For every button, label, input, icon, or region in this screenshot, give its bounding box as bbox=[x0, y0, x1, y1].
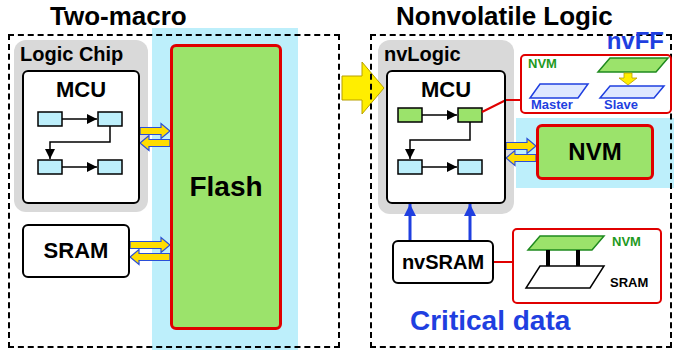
block-arrow bbox=[140, 124, 170, 139]
via bbox=[546, 250, 550, 266]
block-arrow bbox=[130, 250, 170, 265]
callout-label: Critical data bbox=[410, 305, 570, 337]
callout-line bbox=[506, 100, 520, 101]
sram-box: nvSRAM bbox=[392, 240, 494, 284]
data-transfer-arrow bbox=[506, 139, 536, 166]
data-transfer-arrow bbox=[130, 238, 170, 265]
wire bbox=[410, 122, 470, 159]
node-text: Master bbox=[531, 98, 573, 113]
flip-flop bbox=[38, 112, 62, 126]
nvff-fill bbox=[520, 54, 672, 114]
flip-flop bbox=[38, 160, 62, 174]
wire bbox=[50, 126, 110, 159]
flash-box: NVM bbox=[536, 124, 654, 180]
node-text: NVM bbox=[528, 57, 557, 72]
block-arrow bbox=[506, 139, 536, 154]
sram-layer bbox=[526, 266, 604, 288]
node-title: NVM bbox=[568, 138, 621, 166]
mcu-fill bbox=[22, 70, 140, 204]
data-transfer-arrow bbox=[140, 124, 170, 151]
chip-region bbox=[378, 40, 514, 214]
nvm-layer bbox=[528, 236, 604, 250]
nvm-layer bbox=[598, 58, 668, 72]
via bbox=[576, 250, 580, 266]
node-title: NVM bbox=[612, 235, 641, 250]
node-title: Nonvolatile Logic bbox=[396, 2, 613, 32]
mcu-box: MCU bbox=[386, 70, 506, 204]
transition-arrow bbox=[342, 62, 384, 114]
sram-box: SRAM bbox=[22, 224, 130, 278]
node-title: Two-macro bbox=[50, 2, 187, 32]
store-arrow bbox=[619, 73, 637, 85]
node-text: SRAM bbox=[610, 276, 648, 291]
block-arrow bbox=[130, 238, 170, 253]
master-layer bbox=[530, 84, 588, 98]
node-title: nvFF bbox=[607, 27, 664, 55]
critical-data-arrow bbox=[410, 204, 411, 240]
chip-region bbox=[14, 40, 148, 212]
wire bbox=[62, 118, 97, 120]
leader-line bbox=[482, 100, 506, 112]
region-box: MCU nvLogic bbox=[378, 40, 514, 214]
memory-band bbox=[516, 118, 674, 188]
panel-box: MCUnvLogicnvFFNVMMasterSlaveNVMnvSRAMNVM… bbox=[370, 34, 672, 348]
redbox-box: nvFFNVMMasterSlave bbox=[520, 54, 672, 114]
connector-line bbox=[506, 99, 520, 101]
mcu-box: MCU bbox=[22, 70, 140, 204]
redbox-box: NVM SRAM bbox=[512, 228, 662, 304]
node-title: MCU bbox=[421, 77, 471, 102]
block-arrow bbox=[140, 136, 170, 151]
mcu-fill bbox=[386, 70, 506, 204]
node-title: nvLogic bbox=[384, 43, 461, 66]
callout-line bbox=[494, 262, 512, 263]
slave-layer bbox=[600, 86, 664, 98]
nv-flip-flop bbox=[398, 108, 422, 122]
wire bbox=[422, 166, 457, 168]
region-box: MCU Logic Chip bbox=[14, 40, 148, 212]
wire bbox=[62, 166, 97, 168]
node-title: Logic Chip bbox=[20, 43, 123, 66]
memory-band bbox=[152, 28, 298, 350]
connector-line bbox=[409, 204, 412, 240]
flash-box: Flash bbox=[170, 44, 282, 330]
block-arrow bbox=[506, 151, 536, 166]
panel-box: MCULogic ChipFlashSRAMTwo-macro bbox=[8, 34, 340, 348]
connector-line bbox=[494, 261, 512, 263]
node-title: SRAM bbox=[44, 238, 109, 263]
critical-data-arrow bbox=[470, 204, 471, 240]
node-title: Flash bbox=[189, 171, 262, 203]
node-text: Slave bbox=[604, 98, 638, 113]
flip-flop bbox=[98, 160, 122, 174]
nv-flip-flop bbox=[458, 108, 482, 122]
flip-flop bbox=[398, 160, 422, 174]
node-title: nvSRAM bbox=[402, 251, 484, 274]
node-title: MCU bbox=[56, 77, 106, 102]
flip-flop bbox=[458, 160, 482, 174]
flip-flop bbox=[98, 112, 122, 126]
wire bbox=[422, 114, 457, 116]
nvsram-fill bbox=[512, 228, 662, 304]
connector-line bbox=[469, 204, 472, 240]
